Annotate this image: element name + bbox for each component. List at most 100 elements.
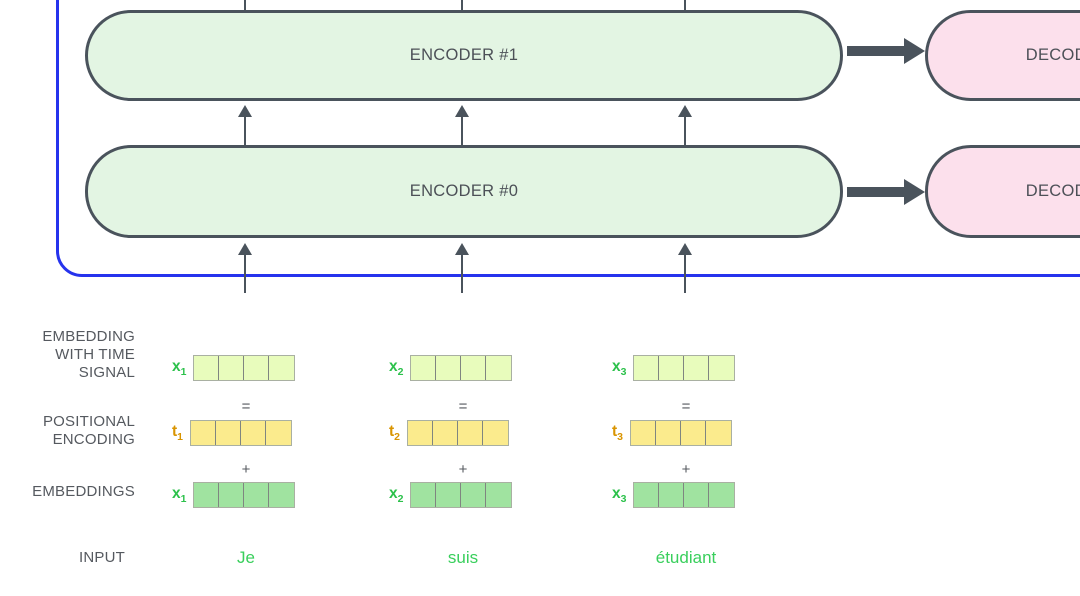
embeddings-vector-col1: x1 <box>172 482 296 508</box>
arrow-head <box>678 105 692 117</box>
vector-token-label: x3 <box>612 484 627 505</box>
arrow-shaft <box>684 252 687 293</box>
vector-cell <box>461 483 487 507</box>
encoder0-to-encoder1-arrow-col1 <box>236 105 254 145</box>
vector-cells <box>407 420 510 446</box>
decoder-block-1[interactable]: DECODER #1 <box>925 10 1080 101</box>
encoder-block-1-label: ENCODER #1 <box>409 46 519 64</box>
row-label-input: INPUT <box>79 549 125 566</box>
arrow-head <box>238 243 252 255</box>
arrow-head <box>904 179 925 205</box>
decoder-block-1-label: DECODER #1 <box>1025 46 1080 64</box>
arrow-shaft <box>847 187 906 197</box>
decoder-block-0-label: DECODER #0 <box>1025 182 1080 200</box>
vector-cells <box>633 355 736 381</box>
operator-plus-col1: + <box>241 461 251 478</box>
embedding-with-time-signal-vector-col1: x1 <box>172 355 296 381</box>
vector-cell <box>219 483 245 507</box>
vector-cell <box>194 356 220 380</box>
arrow-shaft <box>244 114 247 145</box>
positional-encoding-vector-col1: t1 <box>172 420 293 446</box>
encoder-block-1[interactable]: ENCODER #1 <box>85 10 843 101</box>
arrow-head <box>455 243 469 255</box>
vector-cell <box>486 356 512 380</box>
operator-equals-col3: = <box>681 398 691 415</box>
input-word-col2: suis <box>447 548 479 567</box>
vector-cell <box>634 483 660 507</box>
vector-cell <box>659 483 685 507</box>
vector-token-label: x2 <box>389 484 404 505</box>
arrow-head <box>455 105 469 117</box>
vector-cell <box>631 421 657 445</box>
embedding-to-encoder0-arrow-col1 <box>236 243 254 293</box>
vector-cell <box>436 483 462 507</box>
encoder1-output-arrow-col2 <box>453 0 471 10</box>
vector-cell <box>656 421 682 445</box>
vector-cell <box>684 356 710 380</box>
vector-cell <box>458 421 484 445</box>
arrow-shaft <box>461 0 464 10</box>
vector-cell <box>269 356 295 380</box>
encoder0-to-encoder1-arrow-col3 <box>676 105 694 145</box>
vector-cell <box>244 483 270 507</box>
vector-token-label: t1 <box>172 422 184 443</box>
vector-cells <box>190 420 293 446</box>
arrow-shaft <box>684 114 687 145</box>
vector-cells <box>410 482 513 508</box>
vector-token-label: t2 <box>389 422 401 443</box>
vector-token-label: x1 <box>172 484 187 505</box>
vector-cells <box>410 355 513 381</box>
embedding-with-time-signal-vector-col2: x2 <box>389 355 513 381</box>
arrow-shaft <box>461 252 464 293</box>
vector-cells <box>633 482 736 508</box>
arrow-shaft <box>684 0 687 10</box>
vector-cell <box>408 421 434 445</box>
operator-equals-col1: = <box>241 398 251 415</box>
embeddings-vector-col3: x3 <box>612 482 736 508</box>
vector-cell <box>684 483 710 507</box>
encoder-stack-boundary <box>56 0 1080 277</box>
row-label-positional-encoding: POSITIONAL ENCODING <box>42 413 135 448</box>
input-word-col3: étudiant <box>655 548 717 567</box>
vector-cell <box>709 356 735 380</box>
vector-token-label: t3 <box>612 422 624 443</box>
vector-cells <box>630 420 733 446</box>
vector-cell <box>483 421 509 445</box>
vector-cell <box>194 483 220 507</box>
vector-cell <box>191 421 217 445</box>
encoder-block-0[interactable]: ENCODER #0 <box>85 145 843 238</box>
row-label-embeddings: EMBEDDINGS <box>32 483 135 500</box>
input-word-col1: Je <box>237 548 255 567</box>
vector-cell <box>241 421 267 445</box>
arrow-shaft <box>461 114 464 145</box>
arrow-shaft <box>847 46 906 56</box>
encoder1-output-arrow-col3 <box>676 0 694 10</box>
vector-cells <box>193 482 296 508</box>
vector-cell <box>681 421 707 445</box>
operator-plus-col2: + <box>458 461 468 478</box>
vector-token-label: x1 <box>172 357 187 378</box>
decoder-block-0[interactable]: DECODER #0 <box>925 145 1080 238</box>
embedding-to-encoder0-arrow-col2 <box>453 243 471 293</box>
vector-token-label: x2 <box>389 357 404 378</box>
vector-cell <box>659 356 685 380</box>
arrow-head <box>238 105 252 117</box>
vector-cell <box>634 356 660 380</box>
vector-cell <box>436 356 462 380</box>
vector-cell <box>709 483 735 507</box>
vector-cell <box>269 483 295 507</box>
vector-cell <box>433 421 459 445</box>
vector-cell <box>411 483 437 507</box>
embeddings-vector-col2: x2 <box>389 482 513 508</box>
vector-cell <box>244 356 270 380</box>
embedding-to-encoder0-arrow-col3 <box>676 243 694 293</box>
vector-cell <box>266 421 292 445</box>
vector-token-label: x3 <box>612 357 627 378</box>
vector-cell <box>219 356 245 380</box>
positional-encoding-vector-col2: t2 <box>389 420 510 446</box>
encoder-block-0-label: ENCODER #0 <box>409 182 519 200</box>
row-label-embedding-with-time-signal: EMBEDDING WITH TIME SIGNAL <box>42 328 135 381</box>
arrow-head <box>678 243 692 255</box>
vector-cell <box>461 356 487 380</box>
